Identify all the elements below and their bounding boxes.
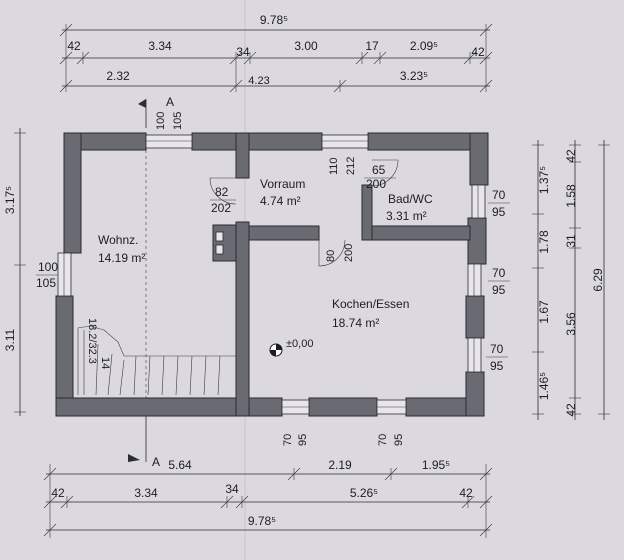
- dimension-label: 200: [366, 177, 386, 191]
- dimension-label: 200: [343, 244, 355, 262]
- right-dimension-lines: 1.37⁵ 1.78 1.67 1.46⁵ 42 1.58 31 3.56 42…: [532, 140, 610, 420]
- dimension-label: 70: [490, 342, 504, 356]
- top-dim-row3-2: 4.23: [248, 75, 269, 87]
- room-name-kochen: Kochen/Essen: [332, 297, 409, 311]
- top-dim-5: 17: [365, 39, 379, 53]
- dimension-label: 70: [492, 188, 506, 202]
- top-dim-row3-3: 3.23⁵: [400, 69, 428, 83]
- dimension-label: 212: [345, 157, 357, 175]
- dimension-label: 202: [211, 201, 231, 215]
- dimension-label: 82: [215, 185, 229, 199]
- section-marker-top: A: [138, 95, 174, 128]
- dimension-label: 42: [564, 403, 578, 417]
- walls: [55, 132, 489, 417]
- level-label: ±0,00: [286, 338, 313, 350]
- dimension-label: 70: [282, 434, 294, 446]
- dimension-label: 95: [490, 359, 504, 373]
- room-name-wohnz: Wohnz.: [98, 233, 138, 247]
- dimension-label: 5.64: [168, 458, 192, 472]
- dimension-label: 95: [393, 434, 405, 446]
- door-swings: [209, 159, 399, 267]
- dimension-label: A: [152, 455, 160, 469]
- dimension-label: 70: [377, 434, 389, 446]
- left-dimension-lines: 3.17⁵ 3.11: [3, 128, 26, 416]
- top-dim-3: 34: [236, 45, 250, 59]
- top-dim-7: 42: [471, 45, 485, 59]
- bottom-overall-dim: 9.78⁵: [248, 514, 276, 528]
- stair-label-1: 14: [99, 357, 111, 369]
- dimension-label: 1.37⁵: [537, 166, 551, 194]
- staircase: 14 18.2/32.3: [77, 318, 236, 396]
- room-area-kochen: 18.74 m²: [332, 316, 379, 330]
- dimension-label: 100: [38, 260, 58, 274]
- top-dim-row3-1: 2.32: [106, 69, 130, 83]
- left-dim-upper: 3.17⁵: [3, 186, 17, 214]
- dimension-label: 1.67: [537, 300, 551, 324]
- level-marker: ±0,00: [269, 338, 313, 357]
- dimension-label: 1.78: [537, 230, 551, 254]
- dimension-label: 6.29: [591, 268, 605, 292]
- dimension-label: 95: [492, 283, 506, 297]
- dimension-label: 1.95⁵: [422, 458, 450, 472]
- dimension-label: 110: [328, 157, 340, 175]
- dimension-label: 100: [155, 112, 167, 130]
- stair-label-2: 18.2/32.3: [86, 318, 98, 364]
- dimension-label: 42: [459, 486, 473, 500]
- dimension-label: 1.58: [564, 184, 578, 208]
- dimension-label: 42: [51, 486, 65, 500]
- bottom-dimension-lines: 5.64 2.19 1.95⁵ 42 3.34 34 5.26⁵ 42 9.78…: [43, 458, 493, 538]
- room-area-wohnz: 14.19 m²: [98, 251, 145, 265]
- dimension-label: 5.26⁵: [350, 486, 378, 500]
- dimension-label: 2.19: [328, 458, 352, 472]
- room-name-vorraum: Vorraum: [260, 177, 305, 191]
- dimension-label: 70: [492, 266, 506, 280]
- dimension-label: 3.56: [564, 312, 578, 336]
- room-area-vorraum: 4.74 m²: [260, 194, 301, 208]
- top-dim-6: 2.09⁵: [410, 39, 438, 53]
- dimension-label: 42: [564, 149, 578, 163]
- dimension-label: A: [166, 95, 174, 109]
- opening-labels: 100 105 110 212 65 200 82 202 80 200 100…: [36, 112, 510, 446]
- windows: [57, 134, 486, 415]
- left-dim-lower: 3.11: [3, 328, 17, 351]
- top-overall-dim: 9.78⁵: [260, 13, 288, 27]
- dimension-label: 34: [225, 482, 239, 496]
- dimension-label: 31: [564, 234, 578, 248]
- top-dim-4: 3.00: [294, 39, 318, 53]
- room-name-badwc: Bad/WC: [388, 192, 433, 206]
- section-marker-bottom: A: [128, 410, 160, 469]
- dimension-label: 105: [172, 112, 184, 130]
- dimension-label: 95: [297, 434, 309, 446]
- dimension-label: 3.34: [134, 486, 158, 500]
- dimension-label: 1.46⁵: [537, 372, 551, 400]
- room-area-badwc: 3.31 m²: [386, 209, 427, 223]
- top-dimension-lines: 9.78⁵ 42 3.34 34 3.00 17 2.09⁵ 42 2.32 4…: [59, 13, 493, 93]
- top-dim-2: 3.34: [148, 39, 172, 53]
- top-dim-1: 42: [67, 39, 81, 53]
- dimension-label: 65: [372, 163, 386, 177]
- dimension-label: 95: [492, 205, 506, 219]
- dimension-label: 105: [36, 276, 56, 290]
- dimension-label: 80: [325, 250, 337, 262]
